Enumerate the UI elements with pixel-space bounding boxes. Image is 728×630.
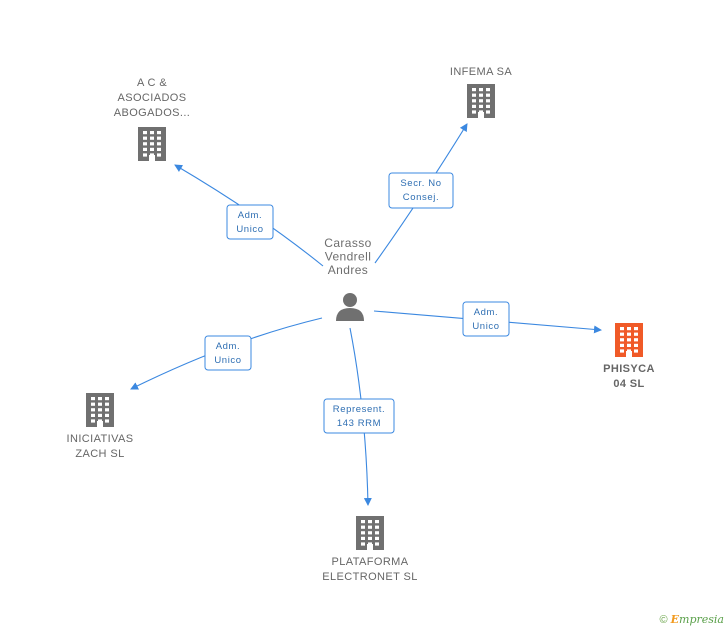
person-name: Andres — [328, 263, 368, 277]
edge-label-box — [204, 335, 252, 371]
edge-label-text: Adm. — [238, 210, 263, 221]
building-icon — [615, 323, 643, 357]
company-name: ZACH SL — [75, 448, 124, 460]
company-node-phisyca[interactable]: PHISYCA 04 SL — [603, 323, 655, 390]
company-name: ELECTRONET SL — [322, 571, 417, 583]
edge-label-text: Represent. — [333, 404, 385, 415]
edge-label-box — [323, 398, 395, 434]
edge-label[interactable]: Adm. Unico — [462, 301, 510, 337]
edge-label-text: Secr. No — [400, 178, 441, 189]
brand-name: mpresia — [679, 613, 724, 626]
edge-ac-asociados: Adm. Unico — [174, 164, 324, 267]
company-name: A C & — [137, 77, 167, 89]
company-node-infema[interactable]: INFEMA SA — [450, 66, 513, 118]
edge-label-text: Unico — [214, 355, 241, 366]
building-icon — [86, 393, 114, 427]
edge-label[interactable]: Represent. 143 RRM — [323, 398, 395, 434]
edge-label-text: Consej. — [403, 192, 439, 203]
edge-label-text: Adm. — [216, 341, 241, 352]
building-icon — [356, 516, 384, 550]
building-icon — [467, 84, 495, 118]
edge-label-text: Adm. — [474, 307, 499, 318]
edge-label[interactable]: Secr. No Consej. — [388, 172, 454, 209]
brand-initial: E — [670, 613, 680, 626]
edge-label-text: 143 RRM — [337, 418, 381, 429]
watermark: © Empresia — [659, 613, 724, 626]
person-icon — [336, 293, 364, 321]
company-name: PHISYCA — [603, 363, 655, 375]
edge-phisyca: Adm. Unico — [373, 301, 602, 337]
edge-label-text: Unico — [472, 321, 499, 332]
edge-label-text: Unico — [236, 224, 263, 235]
edge-label-box — [388, 172, 454, 209]
company-name: INFEMA SA — [450, 66, 513, 78]
company-node-plataforma[interactable]: PLATAFORMA ELECTRONET SL — [322, 516, 417, 583]
building-icon — [138, 127, 166, 161]
company-name: ASOCIADOS — [117, 92, 186, 104]
edge-label[interactable]: Adm. Unico — [204, 335, 252, 371]
company-name: INICIATIVAS — [67, 433, 134, 445]
edge-iniciativas: Adm. Unico — [130, 317, 323, 390]
edge-label[interactable]: Adm. Unico — [226, 204, 274, 240]
person-name: Carasso — [324, 236, 371, 250]
company-node-ac-asociados[interactable]: A C & ASOCIADOS ABOGADOS... — [114, 77, 191, 161]
edge-plataforma: Represent. 143 RRM — [323, 327, 395, 506]
company-node-iniciativas[interactable]: INICIATIVAS ZACH SL — [67, 393, 134, 460]
company-name: ABOGADOS... — [114, 107, 191, 119]
edge-label-box — [462, 301, 510, 337]
edge-infema: Secr. No Consej. — [374, 123, 468, 264]
company-name: PLATAFORMA — [332, 556, 409, 568]
company-name: 04 SL — [613, 378, 644, 390]
edge-label-box — [226, 204, 274, 240]
person-name: Vendrell — [325, 250, 372, 264]
copyright-symbol: © — [659, 614, 668, 626]
